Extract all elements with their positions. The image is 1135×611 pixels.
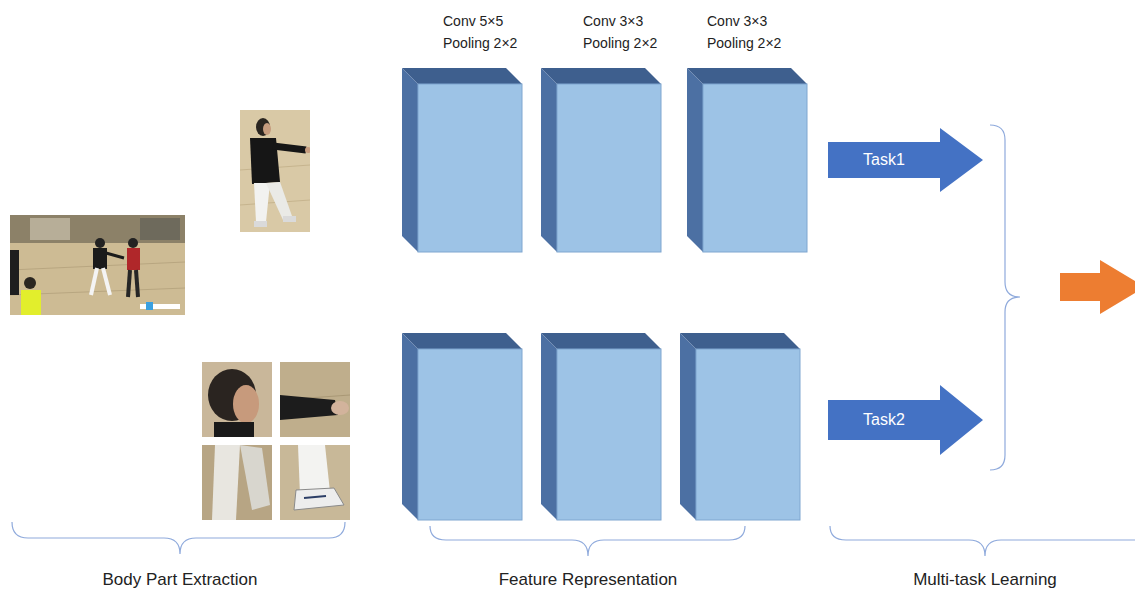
person-leg [266,182,292,220]
conv-block [402,333,522,520]
person-head [128,238,138,248]
conv-block [541,68,661,252]
merge-bracket [990,125,1020,470]
person-shoe [254,221,267,227]
section-label: Body Part Extraction [30,568,330,592]
block-side [402,68,418,252]
person-leg [103,268,110,295]
block-top [402,68,522,84]
patch-ground [280,445,350,520]
layer-spec: Conv 3×3 Pooling 2×2 [583,10,675,54]
block-front [703,84,807,252]
trouser [298,445,330,495]
person-leg [136,270,138,297]
conv-block [687,68,807,252]
conv-block [402,68,522,252]
layer-spec: Conv 5×5 Pooling 2×2 [443,10,535,54]
section-bracket [12,522,345,554]
arrow-fill [828,385,983,455]
person-arm [273,146,306,150]
block-side [541,68,557,252]
block-top [687,68,807,84]
block-side [402,333,418,520]
patch-ground [280,362,350,437]
task-label: Task2 [828,400,940,440]
section-label: Multi-task Learning [835,568,1135,592]
safety-vest [21,290,41,315]
person-head [95,238,105,248]
block-front [418,84,522,252]
person-jacket [127,248,140,270]
conv-block [541,333,661,520]
person [10,250,19,295]
leg [212,445,240,520]
block-front [418,349,522,520]
person-leg [91,268,97,295]
person-hand [305,147,310,153]
block-side [687,68,703,252]
person-arm [106,253,124,258]
arrow-shape [828,385,983,455]
person-jacket [93,248,107,269]
person-head [24,277,36,289]
block-front [557,84,661,252]
hand [331,401,349,415]
arrow-shape [828,128,983,192]
floor [240,110,310,232]
leg-patch [202,445,272,520]
section-label: Feature Representation [438,568,738,592]
collar [214,422,254,437]
task-arrow: Task1 [828,128,983,192]
floor [10,215,185,315]
block-side [680,333,696,520]
task-arrow: Task2 [828,385,983,455]
block-front [557,349,661,520]
arm-patch [280,362,350,437]
foot-patch [280,445,350,520]
patch-ground [202,445,272,520]
block-front [696,349,800,520]
output-arrow [1060,260,1135,314]
layer-spec: Conv 3×3 Pooling 2×2 [707,10,799,54]
block-top [402,333,522,349]
arrow-fill [828,128,983,192]
head-patch [202,362,272,437]
scene-photo [10,215,185,315]
block-side [541,333,557,520]
caption-mark [146,302,153,310]
shoe-stripe [304,496,326,498]
task-label: Task1 [828,142,940,178]
sleeve [280,395,338,420]
person-face [263,123,271,135]
shop-window [30,218,70,240]
shoe [294,488,344,510]
face [233,385,259,423]
person-head [256,118,270,136]
section-bracket [430,526,745,556]
person-shoe [283,216,296,222]
person-leg [128,270,130,297]
person-leg [254,183,270,222]
shop-window [140,218,180,240]
block-top [541,333,661,349]
block-top [680,333,800,349]
block-top [541,68,661,84]
person-crop [240,110,310,232]
leg [240,445,270,510]
conv-block [680,333,800,520]
section-bracket [830,526,1135,556]
